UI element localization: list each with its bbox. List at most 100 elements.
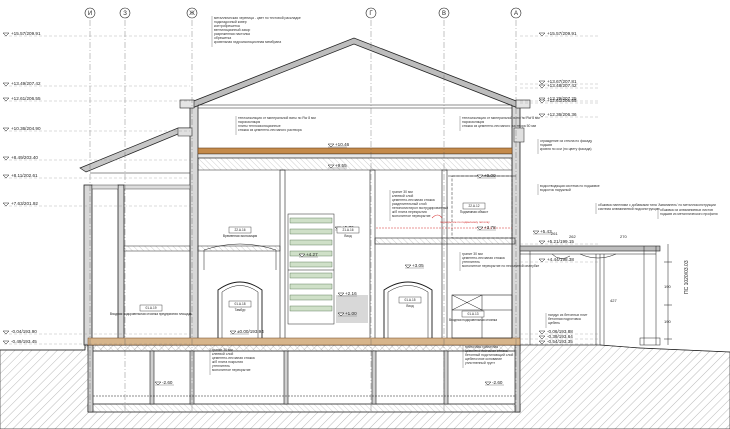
inner-level-marker <box>229 330 237 335</box>
level-markers: +15.57/209.91+13.49/207.42+12.61/206.55+… <box>2 31 600 345</box>
inner-level-label: +2.16 <box>345 291 357 296</box>
note-block: обшивка панелями с добавками типа 'Аквап… <box>595 203 716 214</box>
room-tag <box>228 300 252 308</box>
room-tag <box>228 226 252 234</box>
level-marker-left <box>2 82 10 87</box>
display-shelf <box>289 261 333 268</box>
room-code: 21.А.16 <box>343 228 354 232</box>
level-marker-left <box>2 32 10 37</box>
display-shelf <box>289 283 333 290</box>
level-label-left: +8.49/203.40 <box>11 155 38 160</box>
level-marker-left <box>2 202 10 207</box>
inner-level-marker <box>404 264 412 269</box>
note-line: ограждение из стекла по фасаду <box>540 139 592 143</box>
level-label-right: +13.29/207.25 <box>547 96 577 101</box>
inner-level-marker <box>337 312 345 317</box>
level-label-left: -0.04/193.90 <box>11 329 37 334</box>
inner-level-label: +1.00 <box>345 311 357 316</box>
level-marker-left <box>2 127 10 132</box>
inner-level-marker <box>298 253 306 258</box>
room-name: Входная подкровельная стоянка <box>449 318 497 322</box>
note-line: теплоизоляция от минеральной ваты по Rw … <box>238 116 316 120</box>
roof <box>79 37 531 174</box>
level-label-right: +13.48/207.42 <box>547 83 577 88</box>
note-line: подкладочный ковер <box>214 20 247 24</box>
level-label-left: +7.63/201.92 <box>11 201 38 206</box>
room-tag <box>462 202 486 210</box>
note-text: теплоизоляция от минеральной ваты по Rw … <box>238 116 316 132</box>
room-name: Временная экспозиция <box>223 234 258 238</box>
inner-level-label: +3.05 <box>412 263 424 268</box>
dimension-label: 262 <box>569 234 576 239</box>
note-line: монолитное перекрытие <box>392 214 431 218</box>
note-line: разреженная настилка <box>214 32 250 36</box>
canopy <box>519 245 661 346</box>
inner-level-markers: +10.46+9.55+9.00+5.76+3.78+5.43+4.27+3.0… <box>154 142 552 386</box>
note-line: плиточная гранитная <box>465 345 498 349</box>
note-block: теплоизоляция от минеральной ваты по Rw … <box>235 116 316 135</box>
inner-level-label: -2.60 <box>492 380 503 385</box>
level-label-left: -0.49/193.45 <box>11 339 37 344</box>
inner-level-marker <box>532 230 540 235</box>
inner-level-label: ±0.00/193.94 <box>237 329 264 334</box>
note-line: цементно-песчаная стяжка <box>212 356 255 360</box>
note-line: ж/б плита покрытия <box>212 360 243 364</box>
note-line: стяжка из цементно-песчаного раствора 50… <box>462 124 537 128</box>
room-code: 01.А.13 <box>468 312 479 316</box>
axis-bubble-ax-zh <box>186 7 198 19</box>
sheet-mark: ПС 1020/03.03 <box>684 260 690 294</box>
level-marker-right <box>538 240 546 245</box>
note-line: кровля по оси (по цвету фасада) <box>540 147 592 151</box>
axis-bubble-ax-i <box>84 7 96 19</box>
level-label-right: +12.61/206.55 <box>547 98 577 103</box>
level-marker-right <box>538 113 546 118</box>
level-label-right: +4.44/198.38 <box>547 257 574 262</box>
level-label-right: -0.06/193.88 <box>547 329 573 334</box>
room-code: 01.А.19 <box>146 306 157 310</box>
level-label-right: +5.21/199.15 <box>547 239 574 244</box>
inner-level-label: +3.78 <box>484 225 496 230</box>
inner-level-marker <box>327 143 335 148</box>
level-marker-left <box>2 156 10 161</box>
note-line: щебень <box>548 321 560 325</box>
axis-bubble-ax-g <box>365 7 377 19</box>
level-marker-left <box>2 174 10 179</box>
inner-level-marker <box>484 381 492 386</box>
inner-level-label: -2.60 <box>162 380 173 385</box>
room-code: 22.А.12 <box>469 204 480 208</box>
attic-slab <box>197 147 513 171</box>
display-shelf <box>289 250 333 257</box>
inner-level-label: +9.00 <box>484 173 496 178</box>
level-label-left: +8.11/202.61 <box>11 173 38 178</box>
note-line: пенополистирол экструдированный <box>392 206 448 210</box>
note-line: цементно-песчаная стяжка <box>465 349 508 353</box>
axis-label-ax-a: А <box>514 11 518 17</box>
annotation-notes: металлическая черепица - цвет по тестово… <box>209 16 718 375</box>
inner-level-label: +9.55 <box>335 163 347 168</box>
note-line: разделительный слой <box>392 202 427 206</box>
ground <box>0 344 730 429</box>
level-marker-left <box>2 97 10 102</box>
note-line: пароизоляция <box>462 120 484 124</box>
room-tag <box>461 310 485 318</box>
dimension-label: 427 <box>610 298 617 303</box>
room-name: Входная подкровельная стоянка предприяти… <box>110 312 193 316</box>
room-code: 22.А.16 <box>235 228 246 232</box>
note-line: клеевой слой <box>392 194 413 198</box>
inner-level-label: +4.27 <box>306 252 318 257</box>
axis-label-ax-z: З <box>123 11 127 17</box>
room-code: 01.А.15 <box>405 298 416 302</box>
display-shelf <box>289 217 333 224</box>
